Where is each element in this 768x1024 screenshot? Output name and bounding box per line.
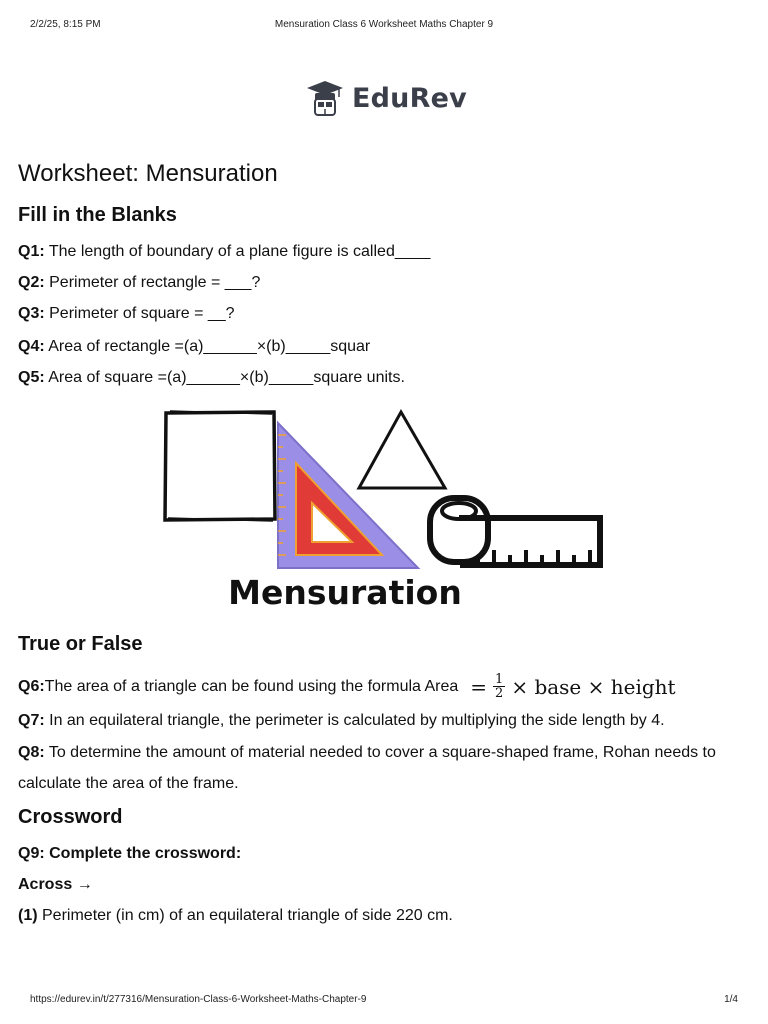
fraction-denominator: 2 bbox=[495, 686, 504, 701]
section-heading-true-false: True or False bbox=[18, 633, 143, 655]
crossword-clue-1: (1) Perimeter (in cm) of an equilateral … bbox=[18, 906, 453, 926]
question-label: Q8: bbox=[18, 744, 45, 761]
question-text: The area of a triangle can be found usin… bbox=[44, 677, 459, 695]
print-title: Mensuration Class 6 Worksheet Maths Chap… bbox=[274, 19, 494, 30]
question-q3: Q3: Perimeter of square = __? bbox=[18, 304, 235, 324]
question-q5: Q5: Area of square =(a)______×(b)_____sq… bbox=[18, 368, 405, 388]
question-text: In an equilateral triangle, the perimete… bbox=[44, 712, 665, 729]
mensuration-shapes-image bbox=[163, 408, 603, 569]
question-label: Q6: bbox=[18, 677, 45, 695]
question-q4: Q4: Area of rectangle =(a)______×(b)____… bbox=[18, 337, 370, 357]
question-text: The length of boundary of a plane figure… bbox=[44, 243, 431, 260]
question-label: Q5: bbox=[18, 369, 45, 386]
question-text: Perimeter of square = __? bbox=[44, 305, 235, 322]
page-number: 1/4 bbox=[724, 994, 738, 1005]
question-q6: Q6: The area of a triangle can be found … bbox=[18, 673, 738, 700]
question-label: Q1: bbox=[18, 243, 45, 260]
edurev-logo[interactable]: EduRev bbox=[306, 78, 467, 118]
formula-rest: × base × height bbox=[511, 674, 676, 699]
print-header: 2/2/25, 8:15 PM Mensuration Class 6 Work… bbox=[0, 19, 768, 33]
clue-text: Perimeter (in cm) of an equilateral tria… bbox=[37, 907, 453, 924]
question-q8-continued: calculate the area of the frame. bbox=[18, 775, 239, 792]
formula-fraction: 1 2 bbox=[493, 672, 506, 701]
question-label: Q3: bbox=[18, 305, 45, 322]
question-text: Area of square =(a)______×(b)_____square… bbox=[44, 369, 405, 386]
clue-number: (1) bbox=[18, 907, 38, 924]
mensuration-illustration: Mensuration bbox=[160, 405, 610, 620]
section-heading-crossword: Crossword bbox=[18, 806, 123, 828]
illustration-caption: Mensuration bbox=[228, 573, 462, 612]
question-text: Perimeter of rectangle = ___? bbox=[44, 274, 261, 291]
question-label: Q2: bbox=[18, 274, 45, 291]
page-title: Worksheet: Mensuration bbox=[18, 160, 278, 187]
question-label: Q7: bbox=[18, 712, 45, 729]
question-q7: Q7: In an equilateral triangle, the peri… bbox=[18, 711, 748, 731]
question-text: To determine the amount of material need… bbox=[44, 744, 716, 761]
fraction-numerator: 1 bbox=[493, 672, 506, 687]
across-label: Across → bbox=[18, 876, 93, 893]
print-datetime: 2/2/25, 8:15 PM bbox=[30, 19, 101, 30]
section-heading-fill-blanks: Fill in the Blanks bbox=[18, 204, 177, 226]
brand-name: EduRev bbox=[352, 82, 467, 114]
question-label: Q4: bbox=[18, 338, 45, 355]
question-q1: Q1: The length of boundary of a plane fi… bbox=[18, 242, 430, 262]
formula-equals: = bbox=[470, 674, 488, 699]
question-q2: Q2: Perimeter of rectangle = ___? bbox=[18, 273, 260, 293]
graduate-icon bbox=[307, 81, 343, 116]
question-text: Area of rectangle =(a)______×(b)_____squ… bbox=[44, 338, 371, 355]
area-formula: = 1 2 × base × height bbox=[470, 673, 675, 700]
page-url[interactable]: https://edurev.in/t/277316/Mensuration-C… bbox=[30, 994, 367, 1005]
question-q9: Q9: Complete the crossword: bbox=[18, 845, 242, 862]
question-q8: Q8: To determine the amount of material … bbox=[18, 743, 748, 763]
